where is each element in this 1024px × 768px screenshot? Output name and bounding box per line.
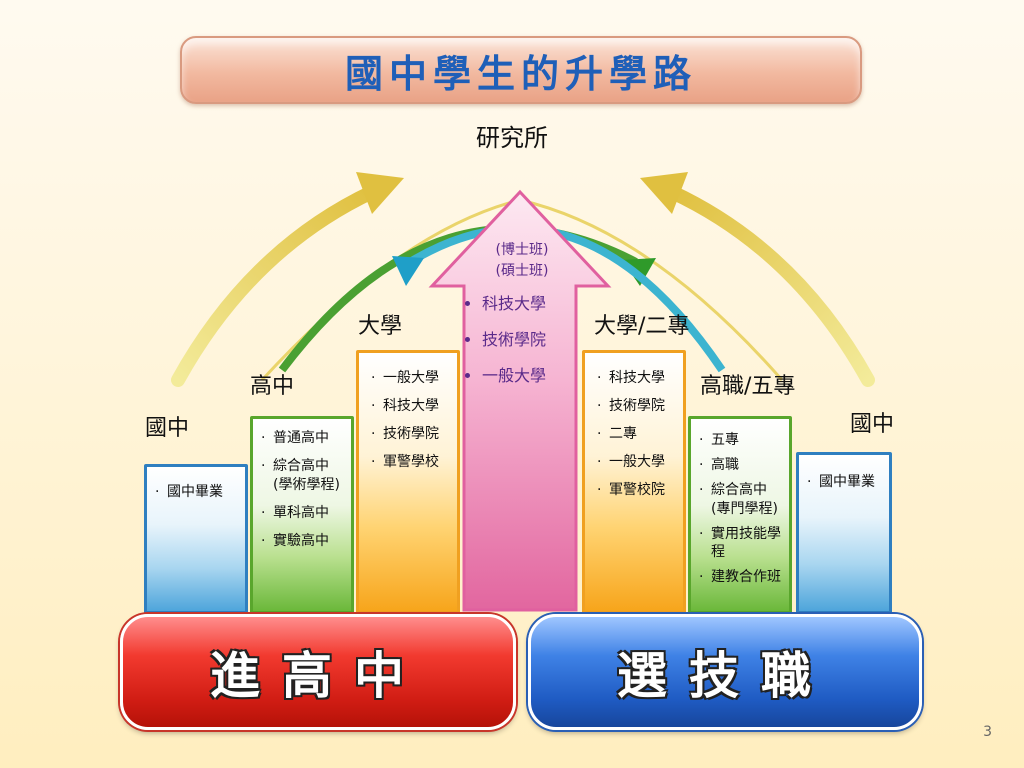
list-item: 技術學院 bbox=[371, 425, 457, 444]
university-right-column: 科技大學 技術學院 二專 一般大學 軍警校院 bbox=[582, 350, 686, 614]
doctoral-label: (博士班) bbox=[495, 242, 549, 258]
junior-right-column: 國中畢業 bbox=[796, 452, 892, 614]
list-item: 建教合作班 bbox=[699, 568, 789, 586]
title-banner: 國中學生的升學路 bbox=[180, 36, 862, 104]
list-item: 技術學院 bbox=[597, 397, 683, 416]
list-item: 一般大學 bbox=[597, 453, 683, 472]
list-item: 二專 bbox=[597, 425, 683, 444]
masters-label: (碩士班) bbox=[495, 263, 549, 279]
junior-left-label: 國中 bbox=[145, 416, 190, 441]
page-number: 3 bbox=[983, 724, 992, 740]
list-item: 綜合高中 (專門學程) bbox=[699, 481, 789, 517]
list-item: 五專 bbox=[699, 431, 789, 449]
academic-track-label: 進高中 bbox=[210, 647, 426, 705]
university-right-label: 大學/二專 bbox=[594, 314, 690, 339]
list-item: 科技大學 bbox=[482, 290, 572, 314]
list-item: 實用技能學程 bbox=[699, 525, 789, 561]
list-item: 一般大學 bbox=[482, 362, 572, 386]
university-left-label: 大學 bbox=[358, 314, 403, 339]
junior-left-column: 國中畢業 bbox=[144, 464, 248, 614]
vocational-track-button[interactable]: 選技職 bbox=[528, 614, 922, 730]
graduate-school-label: 研究所 bbox=[476, 124, 548, 152]
list-item: 綜合高中 (學術學程) bbox=[261, 457, 351, 495]
list-item: 一般大學 bbox=[371, 369, 457, 388]
list-item: 科技大學 bbox=[371, 397, 457, 416]
list-item: 技術學院 bbox=[482, 326, 572, 350]
list-item: 軍警學校 bbox=[371, 453, 457, 472]
senior-high-column: 普通高中 綜合高中 (學術學程) 單科高中 實驗高中 bbox=[250, 416, 354, 614]
right-yellow-curved-arrow-icon bbox=[640, 172, 875, 387]
junior-right-label: 國中 bbox=[850, 412, 895, 437]
left-yellow-curved-arrow-icon bbox=[171, 172, 404, 387]
list-item: 高職 bbox=[699, 456, 789, 474]
vocational-track-label: 選技職 bbox=[617, 647, 833, 705]
university-left-column: 一般大學 科技大學 技術學院 軍警學校 bbox=[356, 350, 460, 614]
list-item: 國中畢業 bbox=[807, 473, 889, 492]
vocational-column: 五專 高職 綜合高中 (專門學程) 實用技能學程 建教合作班 bbox=[688, 416, 792, 614]
list-item: 科技大學 bbox=[597, 369, 683, 388]
list-item: 軍警校院 bbox=[597, 481, 683, 500]
academic-track-button[interactable]: 進高中 bbox=[120, 614, 516, 730]
vocational-label: 高職/五專 bbox=[700, 374, 796, 399]
list-item: 國中畢業 bbox=[155, 483, 245, 502]
senior-high-label: 高中 bbox=[250, 374, 295, 399]
graduate-up-arrow-icon bbox=[428, 189, 612, 612]
list-item: 普通高中 bbox=[261, 429, 351, 448]
graduate-column: (博士班) (碩士班) 科技大學 技術學院 一般大學 bbox=[472, 240, 572, 386]
list-item: 實驗高中 bbox=[261, 532, 351, 551]
page-title: 國中學生的升學路 bbox=[344, 50, 697, 96]
list-item: 單科高中 bbox=[261, 504, 351, 523]
cyan-curved-arrow-icon bbox=[392, 224, 726, 373]
